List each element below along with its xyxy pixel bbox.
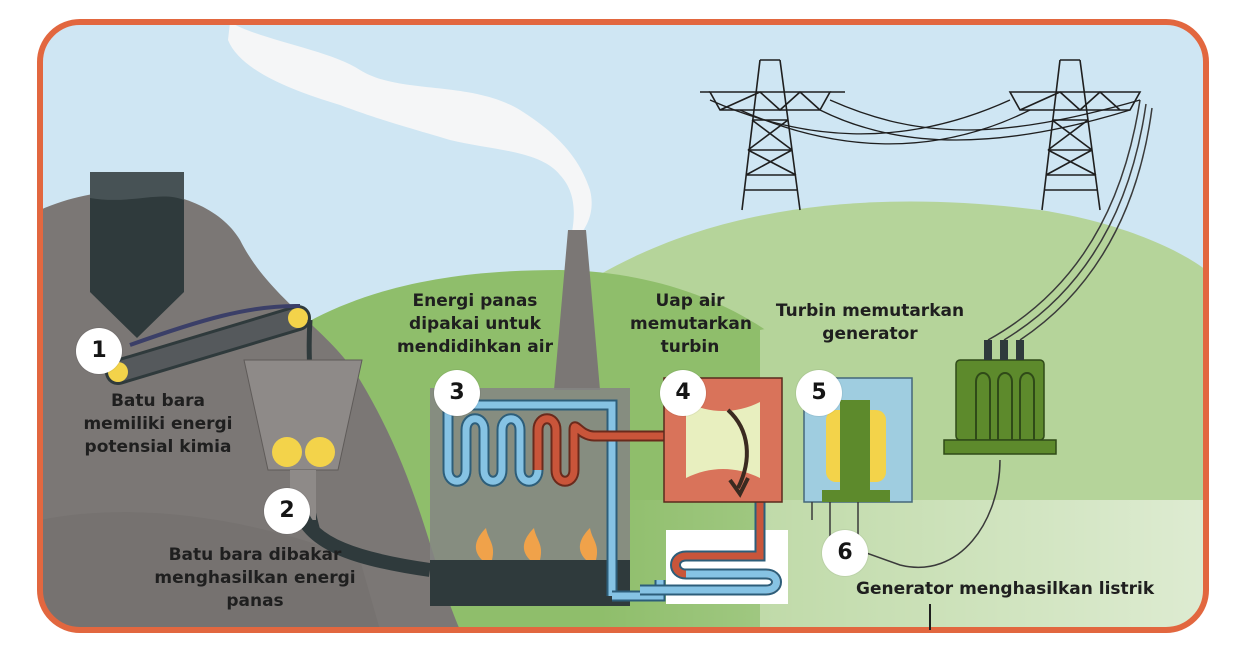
step-label-4: Uap air memutarkan turbin — [630, 291, 752, 357]
transformer — [943, 99, 1153, 455]
chimney — [554, 230, 600, 390]
step-badge-5: 5 — [796, 370, 842, 416]
coal-funnel — [243, 359, 363, 520]
boiler — [430, 388, 630, 606]
smoke — [228, 22, 592, 235]
frame-border — [37, 19, 1209, 633]
flame-icon — [579, 528, 598, 560]
step-badge-6: 6 — [822, 530, 868, 576]
step-badge-3: 3 — [434, 370, 480, 416]
condenser — [640, 500, 788, 604]
step-label-5: Turbin memutarkan generator — [775, 301, 965, 344]
coal-hopper — [90, 172, 184, 338]
step-label-1: Batu bara memiliki energi potensial kimi… — [83, 391, 233, 457]
step-label-2: Batu bara dibakar menghasilkan energi pa… — [154, 545, 356, 611]
step-badge-1: 1 — [76, 328, 122, 374]
flame-icon — [475, 528, 494, 560]
conveyor-belt — [105, 303, 311, 385]
rotation-arrow-icon — [726, 408, 749, 489]
power-lines — [709, 99, 1141, 145]
step-badge-2: 2 — [264, 488, 310, 534]
step-label-3: Energi panas dipakai untuk mendidihkan a… — [397, 291, 553, 357]
flame-icon — [523, 528, 542, 560]
step-badge-4: 4 — [660, 370, 706, 416]
step-label-6: Generator menghasilkan listrik — [856, 579, 1155, 599]
